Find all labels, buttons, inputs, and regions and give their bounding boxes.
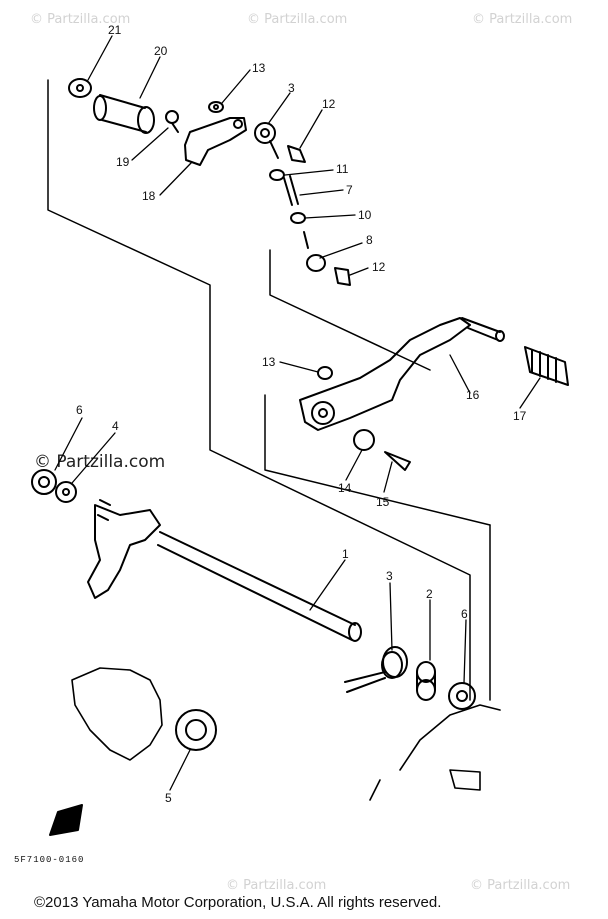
- part-label: 12: [372, 260, 386, 274]
- crankcase-fragment: [71, 667, 501, 801]
- part-label: 3: [386, 569, 393, 583]
- collar-part-20: [93, 94, 155, 134]
- part-label: 6: [76, 403, 83, 417]
- frame-line: [269, 249, 431, 371]
- oil-seal-part-6-right: [448, 682, 476, 710]
- part-label: 3: [288, 81, 295, 95]
- pedal-rubber-part-17: [524, 346, 569, 386]
- part-label: 6: [461, 607, 468, 621]
- part-label: 18: [142, 189, 156, 203]
- shift-pedal-part-16: [299, 317, 505, 431]
- shift-shaft-part-1: [87, 499, 362, 642]
- watermark: © Partzilla.com: [226, 878, 327, 893]
- part-label: 15: [376, 495, 390, 509]
- bolt-part-12-lower: [334, 267, 351, 286]
- part-labels: 21 20 13 3 12 19 18 11 7 10 8 12 13 16 1…: [76, 23, 527, 805]
- part-label: 19: [116, 155, 130, 169]
- bolt-part-19: [165, 110, 179, 133]
- part-label: 5: [165, 791, 172, 805]
- spring-part-3: [344, 646, 408, 693]
- washer-part-21: [68, 78, 92, 98]
- nut-part-10: [290, 212, 306, 224]
- watermark: © Partzilla.com: [470, 878, 571, 893]
- copyright-notice: ©2013 Yamaha Motor Corporation, U.S.A. A…: [34, 894, 442, 911]
- oil-seal-part-6: [31, 469, 57, 495]
- part-label: 11: [336, 162, 349, 176]
- part-label: 13: [262, 355, 276, 369]
- bolt-part-15: [384, 451, 411, 471]
- collar-part-2: [416, 661, 436, 701]
- front-direction-marker: [49, 804, 83, 836]
- nut-part-13-lower: [317, 366, 333, 380]
- part-label: 2: [426, 587, 433, 601]
- bolt-part-12: [287, 145, 306, 163]
- washer-part-4: [55, 481, 77, 503]
- part-label: 21: [108, 23, 122, 37]
- watermark: © Partzilla.com: [30, 12, 131, 27]
- leader-lines: [54, 35, 541, 791]
- rod-end-part-9: [254, 122, 279, 159]
- washer-part-14: [353, 429, 375, 451]
- arm-part-18: [184, 117, 247, 166]
- nut-part-13: [208, 101, 224, 113]
- watermark: © Partzilla.com: [472, 12, 573, 27]
- part-label: 7: [346, 183, 353, 197]
- nut-part-11: [269, 169, 285, 181]
- part-label: 16: [466, 388, 480, 402]
- watermark: © Partzilla.com: [247, 12, 348, 27]
- part-label: 14: [338, 481, 352, 495]
- part-label: 17: [513, 409, 527, 423]
- part-label: 8: [366, 233, 373, 247]
- rod-end-part-8: [303, 231, 326, 272]
- part-label: 4: [112, 419, 119, 433]
- diagram-code: 5F7100-0160: [14, 855, 85, 865]
- part-label: 10: [358, 208, 372, 222]
- part-label: 13: [252, 61, 266, 75]
- bearing-part-5: [175, 709, 217, 751]
- part-label: 20: [154, 44, 168, 58]
- frame-line: [264, 394, 491, 526]
- rod-part-7: [283, 175, 299, 206]
- watermark-partzilla: © Partzilla.com: [34, 452, 166, 472]
- frame-line: [47, 79, 471, 701]
- part-label: 12: [322, 97, 336, 111]
- part-label: 1: [342, 547, 349, 561]
